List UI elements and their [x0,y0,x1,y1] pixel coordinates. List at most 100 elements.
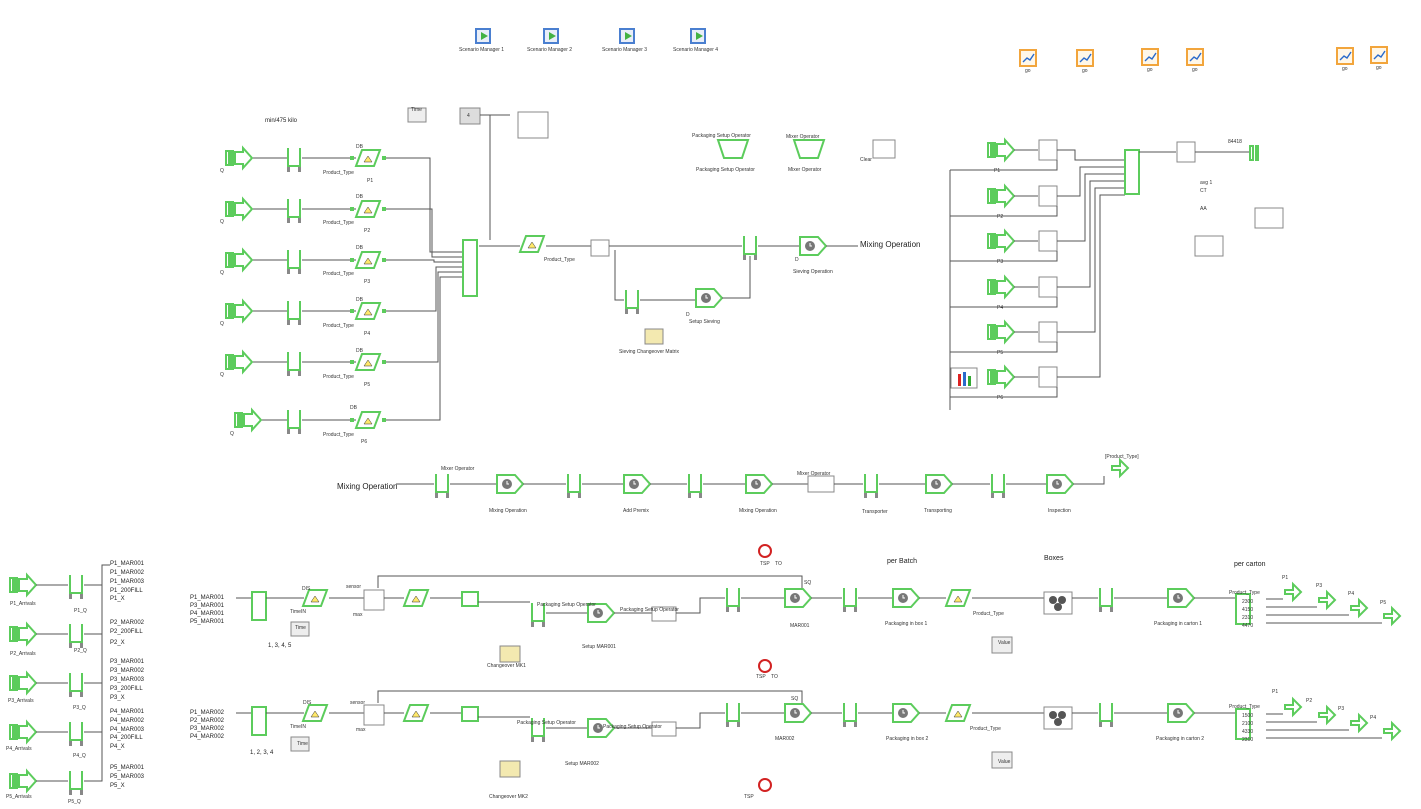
information-block[interactable] [1038,185,1058,207]
exit-block[interactable] [1249,145,1259,161]
clear-button[interactable] [872,139,896,159]
queue-block[interactable] [287,410,301,429]
create-block[interactable] [987,183,1016,209]
queue-block[interactable] [287,352,301,371]
exit-block[interactable] [1350,712,1369,734]
queue-block[interactable] [1099,588,1113,607]
queue-block[interactable] [287,250,301,269]
queue-block[interactable] [991,474,1005,493]
plotter-icon[interactable] [1336,47,1354,65]
select-item-block[interactable] [1235,708,1251,740]
plotter-icon[interactable] [1141,48,1159,66]
exit-block[interactable] [1383,605,1402,627]
create-block[interactable] [225,349,254,375]
information-block[interactable] [1038,139,1058,161]
plotter-icon[interactable] [1186,48,1204,66]
stop-icon[interactable] [758,544,772,558]
exit-block[interactable] [1284,581,1303,603]
create-block[interactable] [987,137,1016,163]
queue-block[interactable] [531,603,545,622]
queue-block[interactable] [864,474,878,493]
queue-block[interactable] [688,474,702,493]
gate-block[interactable] [461,591,479,607]
resource-pool[interactable] [792,139,826,159]
queue-block[interactable] [69,575,83,594]
queue-block[interactable] [567,474,581,493]
plotter-icon[interactable] [1019,49,1037,67]
time-block[interactable] [499,760,521,778]
queue-block[interactable] [287,148,301,167]
value-block[interactable] [991,636,1013,654]
queue-block[interactable] [69,624,83,643]
queue-block[interactable] [69,722,83,741]
create-block[interactable] [987,274,1016,300]
scenario-manager-2-button[interactable] [543,28,559,44]
queue-block[interactable] [843,703,857,722]
resource-release-block[interactable] [651,721,677,737]
exit-block[interactable] [1318,704,1337,726]
queue-block[interactable] [726,703,740,722]
input-merge-block[interactable] [251,706,267,736]
queue-block[interactable] [743,236,757,255]
input-merge-block[interactable] [251,591,267,621]
create-block[interactable] [9,768,38,794]
resource-pool[interactable] [716,139,750,159]
create-block[interactable] [234,407,263,433]
queue-block[interactable] [625,290,639,309]
exit-block[interactable] [1284,696,1303,718]
create-block[interactable] [9,719,38,745]
create-block[interactable] [9,621,38,647]
resource-release-block[interactable] [651,606,677,622]
plotter-block[interactable] [1254,207,1284,229]
queue-block[interactable] [726,588,740,607]
batch-block[interactable] [590,239,610,257]
queue-block[interactable] [435,474,449,493]
exit-block[interactable] [1383,720,1402,742]
queue-block[interactable] [287,301,301,320]
select-item-block[interactable] [462,239,478,297]
scenario-manager-4-button[interactable] [690,28,706,44]
queue-block[interactable] [287,199,301,218]
value-block[interactable] [991,751,1013,769]
display-block[interactable] [459,107,481,125]
plotter-block[interactable] [517,111,549,139]
transporter-block[interactable] [807,475,835,493]
stop-icon[interactable] [758,659,772,673]
time-block[interactable] [499,645,521,663]
create-block[interactable] [9,572,38,598]
information-block[interactable] [1038,366,1058,388]
matrix-block[interactable] [644,328,664,345]
information-block[interactable] [1038,230,1058,252]
exit-block[interactable] [1111,457,1130,479]
equation-block[interactable] [363,704,385,726]
exit-block[interactable] [1350,597,1369,619]
scenario-manager-1-button[interactable] [475,28,491,44]
stop-icon[interactable] [758,778,772,792]
plotter-icon[interactable] [1370,46,1388,64]
information-block[interactable] [1038,321,1058,343]
plotter-icon[interactable] [1076,49,1094,67]
create-block[interactable] [225,298,254,324]
time-block[interactable] [290,736,310,752]
queue-block[interactable] [1099,703,1113,722]
information-block[interactable] [1176,141,1196,163]
plotter-block[interactable] [1194,235,1224,257]
create-block[interactable] [225,247,254,273]
select-item-block[interactable] [1124,149,1140,195]
create-block[interactable] [987,319,1016,345]
queue-block[interactable] [531,718,545,737]
select-item-block[interactable] [1235,593,1251,625]
create-block[interactable] [987,364,1016,390]
scenario-manager-3-button[interactable] [619,28,635,44]
time-block[interactable] [290,621,310,637]
create-block[interactable] [9,670,38,696]
queue-block[interactable] [843,588,857,607]
queue-block[interactable] [69,673,83,692]
create-block[interactable] [225,145,254,171]
time-block[interactable] [407,107,427,123]
queue-block[interactable] [69,771,83,790]
exit-block[interactable] [1318,589,1337,611]
create-block[interactable] [225,196,254,222]
information-block[interactable] [1038,276,1058,298]
